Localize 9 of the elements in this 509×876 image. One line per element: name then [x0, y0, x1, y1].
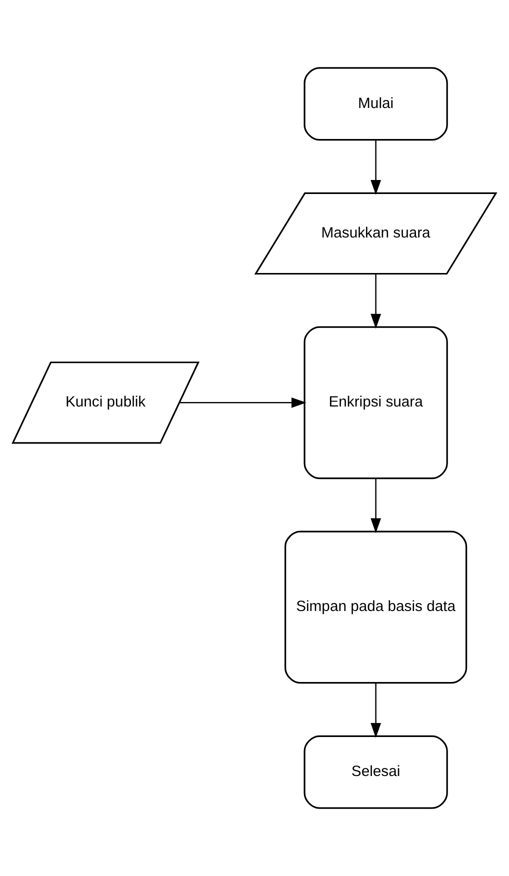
- arrow: [179, 397, 306, 408]
- arrow: [370, 478, 382, 534]
- node-box: Selesai: [304, 735, 448, 809]
- arrow: [370, 274, 382, 329]
- node-box: Mulai: [304, 67, 448, 141]
- node-box: Simpan pada basis data: [284, 530, 468, 684]
- node-box: Enkripsi suara: [304, 326, 448, 480]
- arrow: [370, 140, 382, 195]
- arrow: [370, 683, 382, 738]
